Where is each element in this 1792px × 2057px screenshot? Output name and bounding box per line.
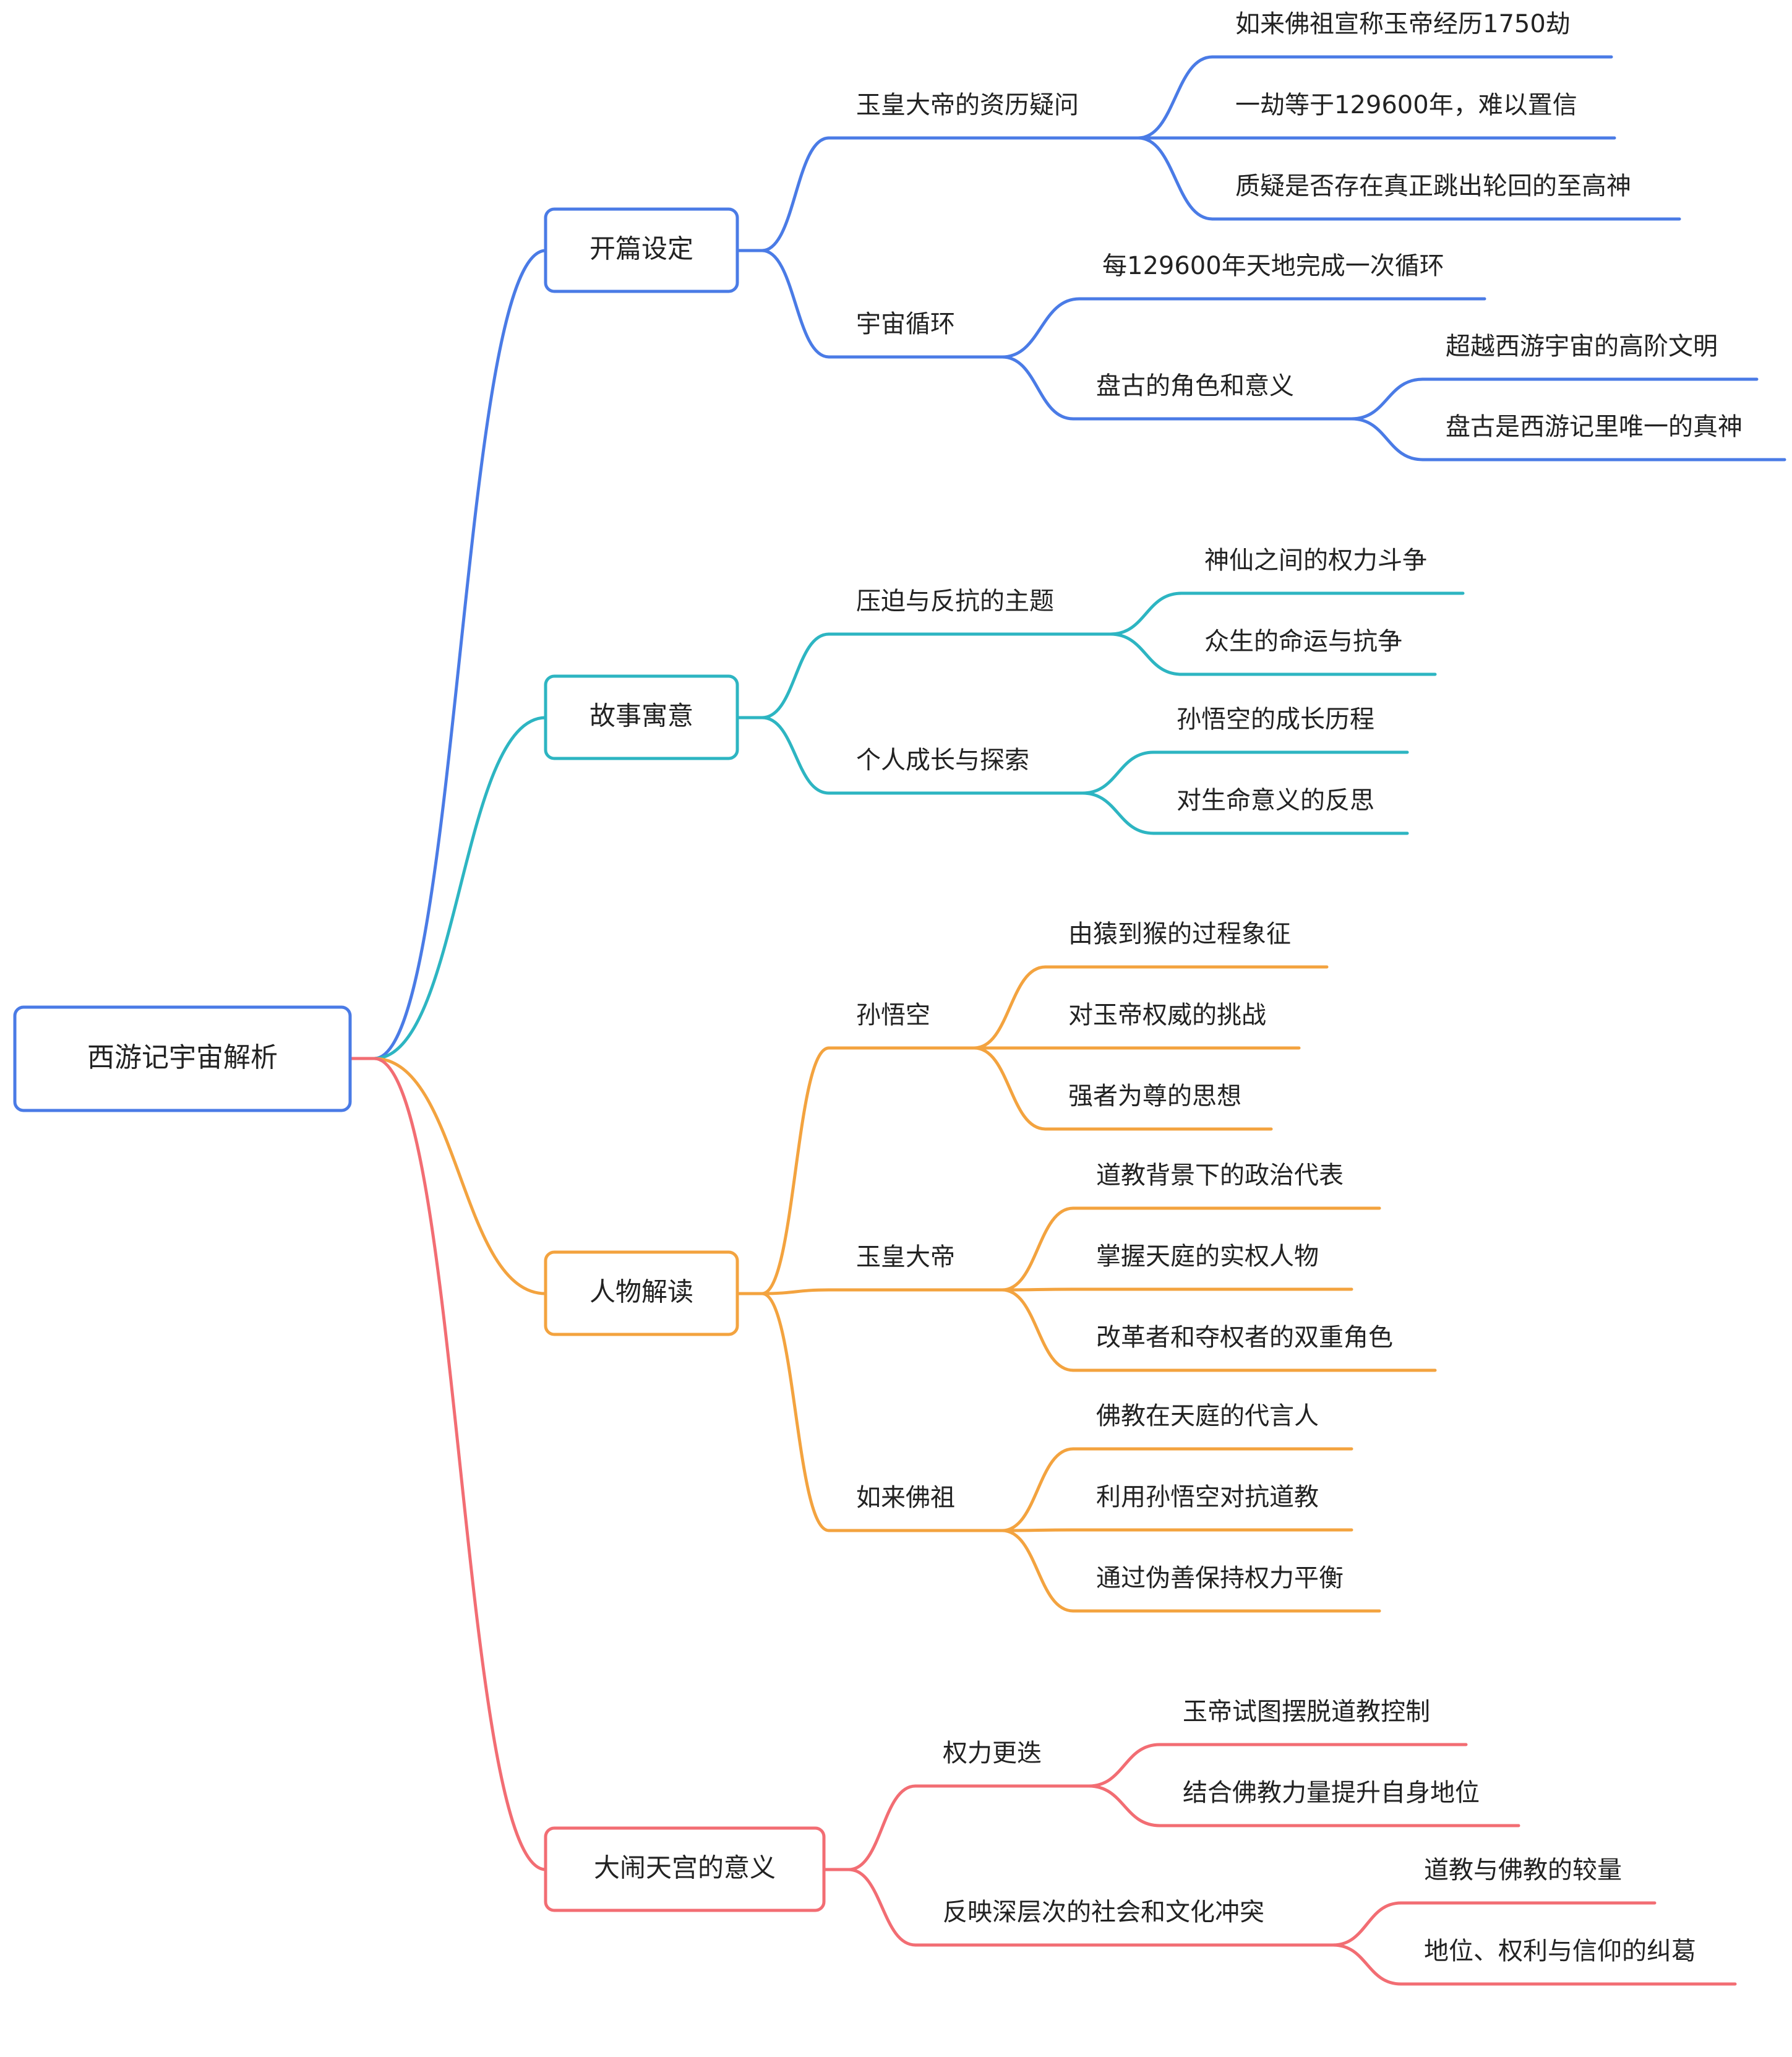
subtopic-label[interactable]: 一劫等于129600年，难以置信 xyxy=(1235,91,1577,119)
root-node[interactable]: 西游记宇宙解析 xyxy=(13,1005,352,1112)
topic-subtopic-connector xyxy=(1000,1288,1075,1372)
branch-topic-connector xyxy=(760,249,831,359)
subtopic-label[interactable]: 如来佛祖宣称玉帝经历1750劫 xyxy=(1235,10,1571,38)
branch-node-character-analysis[interactable]: 人物解读 xyxy=(544,1250,739,1336)
topic-subtopic-connector xyxy=(1000,355,1075,421)
branch-node-label: 大闹天宫的意义 xyxy=(594,1853,776,1883)
subtopic-label[interactable]: 众生的命运与抗争 xyxy=(1204,627,1402,656)
root-branch-connector xyxy=(372,1057,547,1295)
subtopic-label[interactable]: 道教与佛教的较量 xyxy=(1424,1856,1622,1884)
subtopic-label[interactable]: 佛教在天庭的代言人 xyxy=(1096,1402,1319,1430)
branch-node-havoc-meaning[interactable]: 大闹天宫的意义 xyxy=(544,1826,826,1912)
branch-topic-connector xyxy=(760,632,831,719)
subtopic-leaf-connector xyxy=(1350,377,1425,421)
branch-node-label: 人物解读 xyxy=(589,1277,693,1307)
topic-subtopic-connector xyxy=(972,1046,1047,1131)
branch-node-label: 开篇设定 xyxy=(589,234,693,264)
subtopic-label[interactable]: 每129600年天地完成一次循环 xyxy=(1102,252,1444,280)
subtopic-leaf-connector xyxy=(1350,417,1425,462)
subtopic-label[interactable]: 对生命意义的反思 xyxy=(1177,786,1374,815)
topic-label[interactable]: 如来佛祖 xyxy=(856,1484,955,1512)
subtopic-label[interactable]: 地位、权利与信仰的纠葛 xyxy=(1424,1937,1696,1965)
branch-node-box xyxy=(544,1826,826,1912)
subtopic-label[interactable]: 利用孙悟空对抗道教 xyxy=(1096,1483,1319,1511)
topic-subtopic-connector xyxy=(1136,55,1214,140)
topic-subtopic-connector xyxy=(1087,1743,1162,1788)
subtopic-label[interactable]: 道教背景下的政治代表 xyxy=(1096,1161,1344,1190)
topic-subtopic-connector xyxy=(1108,591,1183,636)
branch-topic-connector xyxy=(847,1868,917,1947)
subtopic-label[interactable]: 对玉帝权威的挑战 xyxy=(1068,1001,1266,1029)
topic-subtopic-connector xyxy=(1136,136,1214,221)
subtopic-label[interactable]: 盘古的角色和意义 xyxy=(1096,372,1294,400)
branch-topic-connector xyxy=(760,716,831,795)
topic-subtopic-connector xyxy=(1000,1206,1075,1292)
branch-topic-connector xyxy=(760,1046,831,1295)
topic-subtopic-connector xyxy=(1000,1447,1075,1532)
subtopic-label[interactable]: 质疑是否存在真正跳出轮回的至高神 xyxy=(1235,172,1631,200)
topic-label[interactable]: 压迫与反抗的主题 xyxy=(856,587,1054,616)
topic-subtopic-connector xyxy=(1000,1287,1075,1292)
branch-node-box xyxy=(544,1250,739,1336)
branch-node-box xyxy=(544,674,739,760)
branch-topic-connector xyxy=(760,1292,831,1532)
root-node-box xyxy=(13,1005,352,1112)
subtopic-label[interactable]: 超越西游宇宙的高阶文明 xyxy=(1446,332,1718,361)
subtopic-label[interactable]: 结合佛教力量提升自身地位 xyxy=(1183,1779,1480,1807)
topic-label[interactable]: 宇宙循环 xyxy=(856,310,955,338)
root-branch-connector xyxy=(372,249,547,1060)
topic-subtopic-connector xyxy=(1000,297,1081,359)
branch-node-box xyxy=(544,207,739,293)
topic-subtopic-connector xyxy=(1000,1528,1075,1532)
branch-topic-connector xyxy=(760,136,831,252)
subtopic-label[interactable]: 盘古是西游记里唯一的真神 xyxy=(1446,413,1743,441)
topic-subtopic-connector xyxy=(1000,1529,1075,1613)
topic-subtopic-connector xyxy=(1087,1784,1162,1827)
branch-node-label: 故事寓意 xyxy=(589,701,693,731)
connector-lines xyxy=(348,55,1786,1986)
topic-label[interactable]: 玉皇大帝 xyxy=(856,1243,955,1271)
subtopic-label[interactable]: 强者为尊的思想 xyxy=(1068,1082,1241,1110)
topic-label[interactable]: 反映深层次的社会和文化冲突 xyxy=(943,1898,1264,1926)
topic-labels: 玉皇大帝的资历疑问 宇宙循环 压迫与反抗的主题 个人成长与探索 孙悟空 玉皇大帝… xyxy=(856,10,1743,1965)
subtopic-label[interactable]: 通过伪善保持权力平衡 xyxy=(1096,1564,1344,1592)
root-branch-connector xyxy=(372,716,547,1060)
subtopic-label[interactable]: 孙悟空的成长历程 xyxy=(1177,705,1374,734)
topic-subtopic-connector xyxy=(972,965,1047,1050)
topic-label[interactable]: 孙悟空 xyxy=(856,1001,930,1029)
branch-topic-connector xyxy=(760,1288,831,1295)
subtopic-label[interactable]: 由猿到猴的过程象征 xyxy=(1068,920,1291,948)
topic-label[interactable]: 个人成长与探索 xyxy=(856,746,1029,775)
branch-topic-connector xyxy=(847,1784,917,1871)
subtopic-label[interactable]: 改革者和夺权者的双重角色 xyxy=(1096,1323,1393,1352)
topic-subtopic-connector xyxy=(1081,791,1155,835)
topic-label[interactable]: 玉皇大帝的资历疑问 xyxy=(856,91,1079,119)
root-node-label: 西游记宇宙解析 xyxy=(87,1042,278,1073)
topic-subtopic-connector xyxy=(1331,1943,1403,1986)
subtopic-label[interactable]: 掌握天庭的实权人物 xyxy=(1096,1242,1319,1271)
topic-subtopic-connector xyxy=(1331,1901,1403,1947)
subtopic-label[interactable]: 神仙之间的权力斗争 xyxy=(1204,546,1427,575)
topic-subtopic-connector xyxy=(1108,632,1183,676)
subtopic-label[interactable]: 玉帝试图摆脱道教控制 xyxy=(1183,1698,1430,1726)
branch-node-opening-setting[interactable]: 开篇设定 xyxy=(544,207,739,293)
root-branch-connector xyxy=(372,1057,547,1871)
branch-node-story-meaning[interactable]: 故事寓意 xyxy=(544,674,739,760)
topic-subtopic-connector xyxy=(1081,750,1155,795)
topic-label[interactable]: 权力更迭 xyxy=(943,1739,1042,1767)
